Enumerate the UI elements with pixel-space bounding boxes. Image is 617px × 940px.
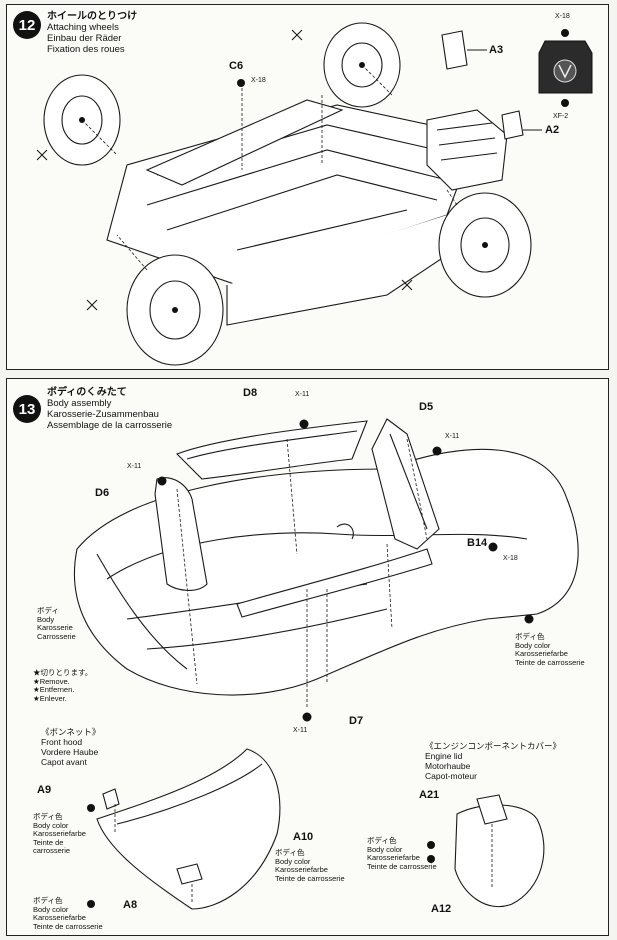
step-13-panel: 13 ボディのくみたて Body assembly Karosserie-Zus…: [6, 378, 609, 936]
part-label-a12: A12: [431, 903, 452, 915]
screw-label-x11: X-11: [127, 463, 142, 470]
body-color-note: ボディ色 Body color Karosseriefarbe Teinte d…: [515, 632, 585, 667]
engine-lid-color-note: ボディ色 Body color Karosseriefarbe Teinte d…: [367, 836, 437, 871]
screw-label-x11: X-11: [295, 391, 310, 398]
paint-label-x18: X-18: [555, 13, 570, 20]
title-fr: Fixation des roues: [47, 44, 125, 55]
part-label-a3: A3: [489, 44, 504, 56]
front-hood-title: 《ボンネット》 Front hood Vordere Haube Capot a…: [41, 727, 101, 767]
remove-note: ★切りとります。 ★Remove. ★Entfernen. ★Enlever.: [33, 668, 93, 703]
part-label-a8: A8: [123, 899, 138, 911]
part-label-b14: B14: [467, 537, 488, 549]
title-en: Attaching wheels: [47, 22, 119, 33]
part-label-x18: X-18: [251, 77, 266, 84]
part-label-c6: C6: [229, 60, 244, 72]
a9-color-note: ボディ色 Body color Karosseriefarbe Teinte d…: [33, 812, 86, 856]
screw-label-x11: X-11: [445, 433, 460, 440]
engine-lid-title: 《エンジンコンポーネントカバー》 Engine lid Motorhaube C…: [425, 741, 562, 781]
part-label-a21: A21: [419, 789, 440, 801]
part-label-d5: D5: [419, 401, 434, 413]
a8-color-note: ボディ色 Body color Karosseriefarbe Teinte d…: [33, 896, 103, 931]
part-label-d6: D6: [95, 487, 110, 499]
body-assembly-diagram: [73, 418, 579, 910]
title-fr: Assemblage de la carrosserie: [47, 420, 173, 431]
title-de: Einbau der Räder: [47, 33, 122, 44]
part-label-d8: D8: [243, 387, 258, 399]
a10-color-note: ボディ色 Body color Karosseriefarbe Teinte d…: [275, 848, 345, 883]
chassis-wheels-diagram: [36, 22, 593, 366]
title-en: Body assembly: [47, 398, 112, 409]
body-note: ボディ Body Karosserie Carrosserie: [37, 606, 76, 641]
part-label-a2: A2: [545, 124, 560, 136]
title-jp: ホイールのとりつけ: [47, 11, 138, 22]
screw-label-x18: X-18: [503, 555, 518, 562]
part-label-a9: A9: [37, 784, 52, 796]
step-number-badge: 12: [13, 11, 41, 39]
title-jp: ボディのくみたて: [47, 387, 127, 398]
step-12-panel: 12 ホイールのとりつけ Attaching wheels Einbau der…: [6, 4, 609, 370]
step-title: ホイールのとりつけ Attaching wheels Einbau der Rä…: [47, 11, 137, 55]
screw-label-x11: X-11: [293, 727, 308, 734]
paint-label-xf2: XF-2: [553, 113, 569, 120]
step-title: ボディのくみたて Body assembly Karosserie-Zusamm…: [47, 387, 172, 431]
step-number-badge: 13: [13, 395, 41, 423]
part-label-a10: A10: [293, 831, 314, 843]
part-label-d7: D7: [349, 715, 364, 727]
title-de: Karosserie-Zusammenbau: [47, 409, 159, 420]
